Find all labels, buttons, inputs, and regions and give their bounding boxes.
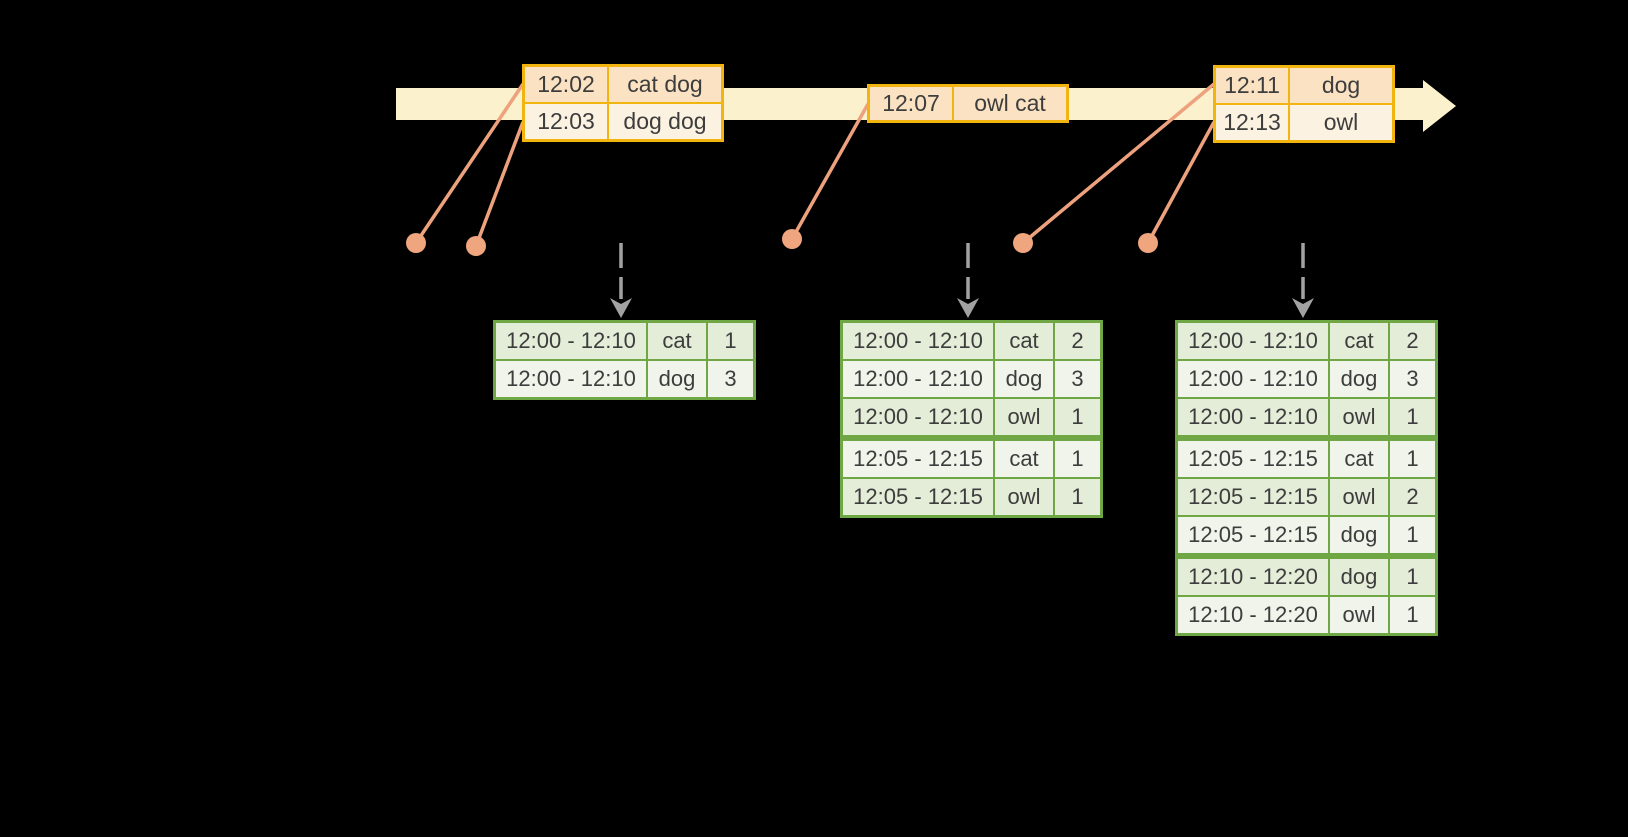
word-cell: cat — [1330, 323, 1388, 359]
result-row: 12:00 - 12:10 owl 1 — [843, 399, 1100, 435]
count-cell: 1 — [1055, 399, 1100, 435]
window-cell: 12:00 - 12:10 — [1178, 399, 1328, 435]
count-cell: 2 — [1390, 479, 1435, 515]
event-words-cell: dog — [1290, 68, 1392, 103]
event-words-cell: dog dog — [609, 104, 721, 139]
window-cell: 12:05 - 12:15 — [1178, 479, 1328, 515]
result-row: 12:00 - 12:10 dog 3 — [496, 361, 753, 397]
word-cell: dog — [1330, 517, 1388, 553]
count-cell: 2 — [1390, 323, 1435, 359]
event-connector-line — [790, 103, 870, 240]
word-cell: cat — [1330, 441, 1388, 477]
result-row: 12:05 - 12:15 cat 1 — [1178, 441, 1435, 477]
word-cell: owl — [995, 479, 1053, 515]
count-cell: 1 — [1390, 399, 1435, 435]
result-row: 12:00 - 12:10 dog 3 — [843, 361, 1100, 397]
result-row: 12:00 - 12:10 cat 2 — [843, 323, 1100, 359]
result-row: 12:00 - 12:10 cat 1 — [496, 323, 753, 359]
window-cell: 12:00 - 12:10 — [843, 399, 993, 435]
window-cell: 12:00 - 12:10 — [843, 361, 993, 397]
count-cell: 3 — [1390, 361, 1435, 397]
event-time-cell: 12:13 — [1216, 105, 1288, 140]
window-cell: 12:00 - 12:10 — [843, 323, 993, 359]
count-cell: 1 — [1390, 559, 1435, 595]
count-cell: 1 — [1055, 441, 1100, 477]
window-cell: 12:05 - 12:15 — [1178, 441, 1328, 477]
result-row: 12:05 - 12:15 cat 1 — [843, 441, 1100, 477]
event-time-cell: 12:07 — [870, 87, 952, 120]
word-cell: dog — [648, 361, 706, 397]
event-time-cell: 12:03 — [525, 104, 607, 139]
event-batch-table-2: 12:07 owl cat — [867, 84, 1069, 123]
event-batch-table-1: 12:02 cat dog 12:03 dog dog — [522, 64, 724, 142]
dot-icon — [1138, 233, 1158, 253]
word-cell: dog — [995, 361, 1053, 397]
dashed-down-arrow-icon — [610, 243, 632, 318]
dot-icon — [1013, 233, 1033, 253]
result-row: 12:05 - 12:15 owl 2 — [1178, 479, 1435, 515]
word-cell: dog — [1330, 361, 1388, 397]
event-words-cell: cat dog — [609, 67, 721, 102]
result-table-2: 12:00 - 12:10 cat 2 12:00 - 12:10 dog 3 … — [840, 320, 1103, 518]
result-row: 12:10 - 12:20 dog 1 — [1178, 559, 1435, 595]
result-row: 12:00 - 12:10 dog 3 — [1178, 361, 1435, 397]
dot-icon — [406, 233, 426, 253]
event-connector-line — [414, 83, 525, 244]
count-cell: 2 — [1055, 323, 1100, 359]
count-cell: 1 — [1390, 597, 1435, 633]
window-cell: 12:10 - 12:20 — [1178, 597, 1328, 633]
window-cell: 12:00 - 12:10 — [496, 361, 646, 397]
window-cell: 12:10 - 12:20 — [1178, 559, 1328, 595]
event-words-cell: owl cat — [954, 87, 1066, 120]
count-cell: 3 — [708, 361, 753, 397]
event-time-cell: 12:02 — [525, 67, 607, 102]
result-table-1: 12:00 - 12:10 cat 1 12:00 - 12:10 dog 3 — [493, 320, 756, 400]
event-connector-line — [1146, 121, 1216, 244]
dashed-down-arrow-icon — [957, 243, 979, 318]
count-cell: 3 — [1055, 361, 1100, 397]
word-cell: cat — [995, 323, 1053, 359]
window-cell: 12:05 - 12:15 — [1178, 517, 1328, 553]
event-time-cell: 12:11 — [1216, 68, 1288, 103]
dot-icon — [466, 236, 486, 256]
word-cell: owl — [995, 399, 1053, 435]
count-cell: 1 — [1055, 479, 1100, 515]
result-row: 12:00 - 12:10 owl 1 — [1178, 399, 1435, 435]
word-cell: owl — [1330, 399, 1388, 435]
word-cell: cat — [995, 441, 1053, 477]
count-cell: 1 — [1390, 441, 1435, 477]
result-row: 12:05 - 12:15 owl 1 — [843, 479, 1100, 515]
window-cell: 12:00 - 12:10 — [1178, 323, 1328, 359]
result-row: 12:10 - 12:20 owl 1 — [1178, 597, 1435, 633]
word-cell: cat — [648, 323, 706, 359]
dashed-down-arrow-icon — [1292, 243, 1314, 318]
result-row: 12:05 - 12:15 dog 1 — [1178, 517, 1435, 553]
window-cell: 12:05 - 12:15 — [843, 441, 993, 477]
window-cell: 12:05 - 12:15 — [843, 479, 993, 515]
dot-icon — [782, 229, 802, 249]
word-cell: dog — [1330, 559, 1388, 595]
window-cell: 12:00 - 12:10 — [1178, 361, 1328, 397]
result-table-3: 12:00 - 12:10 cat 2 12:00 - 12:10 dog 3 … — [1175, 320, 1438, 636]
result-row: 12:00 - 12:10 cat 2 — [1178, 323, 1435, 359]
word-cell: owl — [1330, 597, 1388, 633]
word-cell: owl — [1330, 479, 1388, 515]
right-arrowhead-icon — [1423, 80, 1456, 132]
window-cell: 12:00 - 12:10 — [496, 323, 646, 359]
event-connector-line — [474, 121, 525, 247]
event-words-cell: owl — [1290, 105, 1392, 140]
count-cell: 1 — [708, 323, 753, 359]
event-batch-table-3: 12:11 dog 12:13 owl — [1213, 65, 1395, 143]
count-cell: 1 — [1390, 517, 1435, 553]
event-connector-line — [1021, 82, 1216, 245]
